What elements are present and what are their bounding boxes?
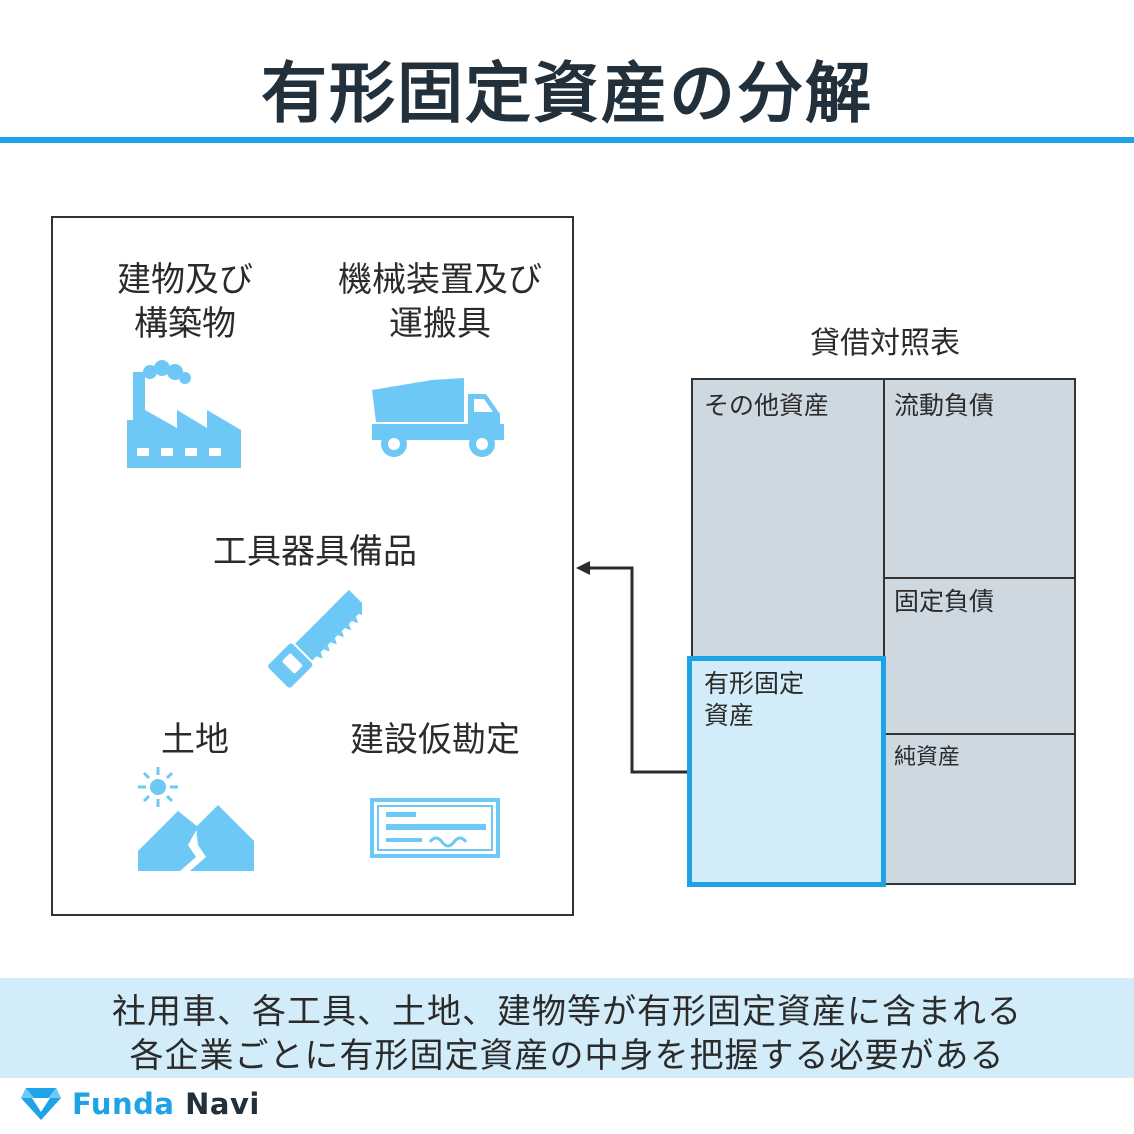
caption-line-1: 社用車、各工具、土地、建物等が有形固定資産に含まれる [112,992,1022,1032]
bs-cell-tangible-fixed-assets [687,656,886,887]
balance-sheet-title: 貸借対照表 [810,326,960,361]
connector-arrow [576,561,688,774]
caption-line-2: 各企業ごとに有形固定資産の中身を把握する必要がある [129,1036,1005,1076]
category-label-land: 土地 [161,720,229,760]
logo-text-navi: Navi [185,1087,260,1121]
bs-label-fixed-liabilities: 固定負債 [894,587,995,616]
title-underline [0,137,1134,143]
caption-band [0,978,1134,1078]
bs-label-tangible-fixed-assets: 有形固定 資産 [704,669,805,730]
category-label-buildings: 建物及び 構築物 [117,260,253,344]
bs-label-net-assets: 純資産 [894,745,961,770]
factory-icon [127,360,241,468]
page-title: 有形固定資産の分解 [261,55,873,132]
land-mountain-icon [138,767,254,871]
logo-text-funda: Funda [72,1087,175,1121]
saw-icon [268,589,362,688]
check-document-icon [370,798,500,858]
bs-cell-current-liabilities [883,378,1076,579]
category-label-construction: 建設仮勘定 [350,720,520,760]
tangible-assets-breakdown-box [51,216,574,916]
bs-cell-net-assets [883,733,1076,885]
diamond-logo-icon [21,1088,61,1120]
dump-truck-icon [372,378,504,457]
category-label-tools: 工具器具備品 [213,532,417,572]
bs-cell-fixed-liabilities [883,577,1076,735]
bs-label-other-assets: その他資産 [704,391,830,420]
category-label-machinery: 機械装置及び 運搬具 [338,260,542,344]
logo-text: Funda Navi [72,1087,260,1121]
bs-label-current-liabilities: 流動負債 [894,391,995,420]
fundanavi-logo: Funda Navi [20,1082,260,1126]
